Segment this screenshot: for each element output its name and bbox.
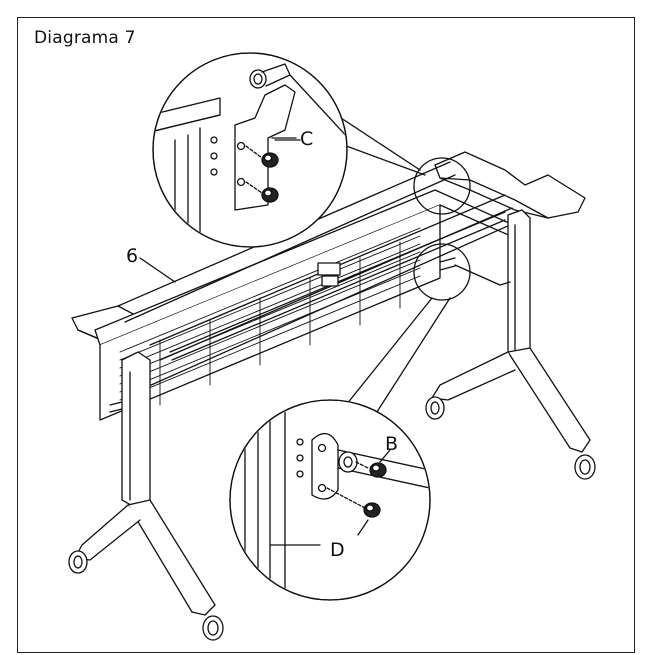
label-part-d: D: [330, 539, 345, 561]
caster-right-back: [425, 396, 445, 420]
table-frame: [68, 151, 596, 641]
caster-left-back: [68, 550, 88, 574]
zoom-detail-bd: [229, 399, 431, 601]
leader-6: [139, 257, 176, 283]
label-part-6: 6: [126, 245, 138, 267]
callout-target-upper: [413, 157, 471, 215]
modesty-panel-slots: [119, 227, 421, 406]
callout-target-lower: [413, 243, 471, 301]
diagram-frame: [17, 17, 635, 653]
diagram-title: Diagrama 7: [34, 28, 136, 48]
label-part-b: B: [385, 433, 398, 455]
leader-line-lower-b: [374, 297, 451, 416]
caster-left-front: [202, 615, 224, 641]
leader-d: [357, 519, 369, 536]
zoom-detail-c: [152, 52, 348, 248]
leader-b: [379, 449, 391, 463]
label-part-c: C: [300, 128, 313, 150]
caster-right-front: [574, 454, 596, 480]
